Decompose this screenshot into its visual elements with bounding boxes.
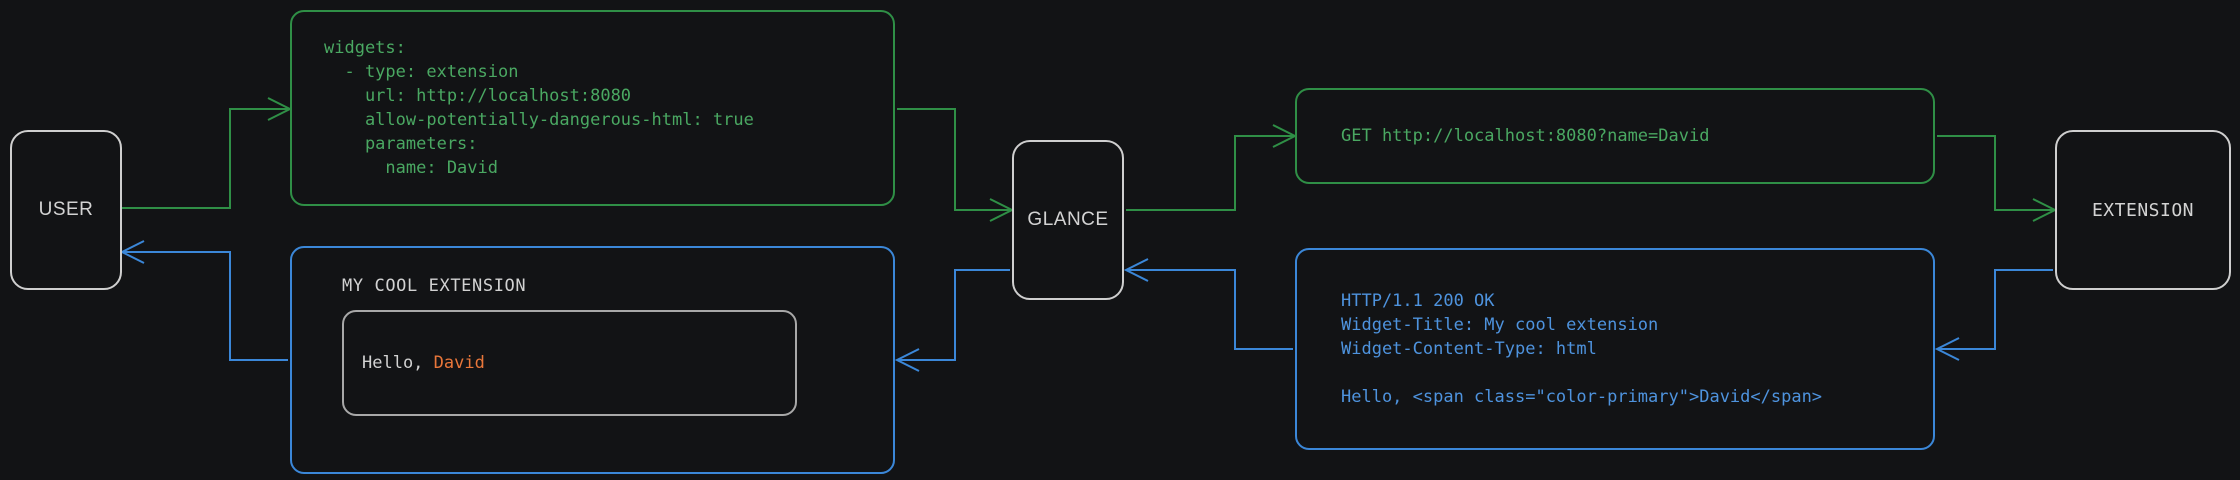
connector-widget-to-user: [119, 240, 288, 361]
panel-http-response: HTTP/1.1 200 OK Widget-Title: My cool ex…: [1295, 248, 1935, 450]
node-user[interactable]: USER: [10, 130, 122, 290]
connector-request-to-extension: [1937, 135, 2058, 222]
node-extension-label: EXTENSION: [2091, 199, 2195, 221]
node-glance-label: GLANCE: [1027, 209, 1109, 230]
rendered-widget-card-text: Hello, David: [362, 353, 485, 373]
connector-user-to-config: [122, 97, 293, 209]
node-user-label: USER: [38, 199, 94, 220]
connector-glance-to-request: [1126, 124, 1298, 211]
http-response-text: HTTP/1.1 200 OK Widget-Title: My cool ex…: [1341, 291, 1823, 407]
panel-rendered-widget: MY COOL EXTENSION Hello, David: [290, 246, 895, 474]
connector-glance-to-widget: [894, 269, 1010, 372]
panel-http-request: GET http://localhost:8080?name=David: [1295, 88, 1935, 184]
greeting-prefix: Hello,: [362, 353, 434, 373]
config-yaml-text: widgets: - type: extension url: http://l…: [324, 38, 754, 178]
rendered-widget-title: MY COOL EXTENSION: [342, 276, 527, 296]
connector-config-to-glance: [897, 108, 1015, 222]
greeting-name: David: [433, 353, 485, 373]
rendered-widget-card: Hello, David: [342, 310, 797, 416]
connector-response-to-glance: [1123, 258, 1293, 350]
http-request-text: GET http://localhost:8080?name=David: [1341, 126, 1710, 146]
node-extension[interactable]: EXTENSION: [2055, 130, 2231, 290]
node-glance[interactable]: GLANCE: [1012, 140, 1124, 300]
connector-extension-to-response: [1934, 269, 2053, 361]
panel-config-yaml: widgets: - type: extension url: http://l…: [290, 10, 895, 206]
